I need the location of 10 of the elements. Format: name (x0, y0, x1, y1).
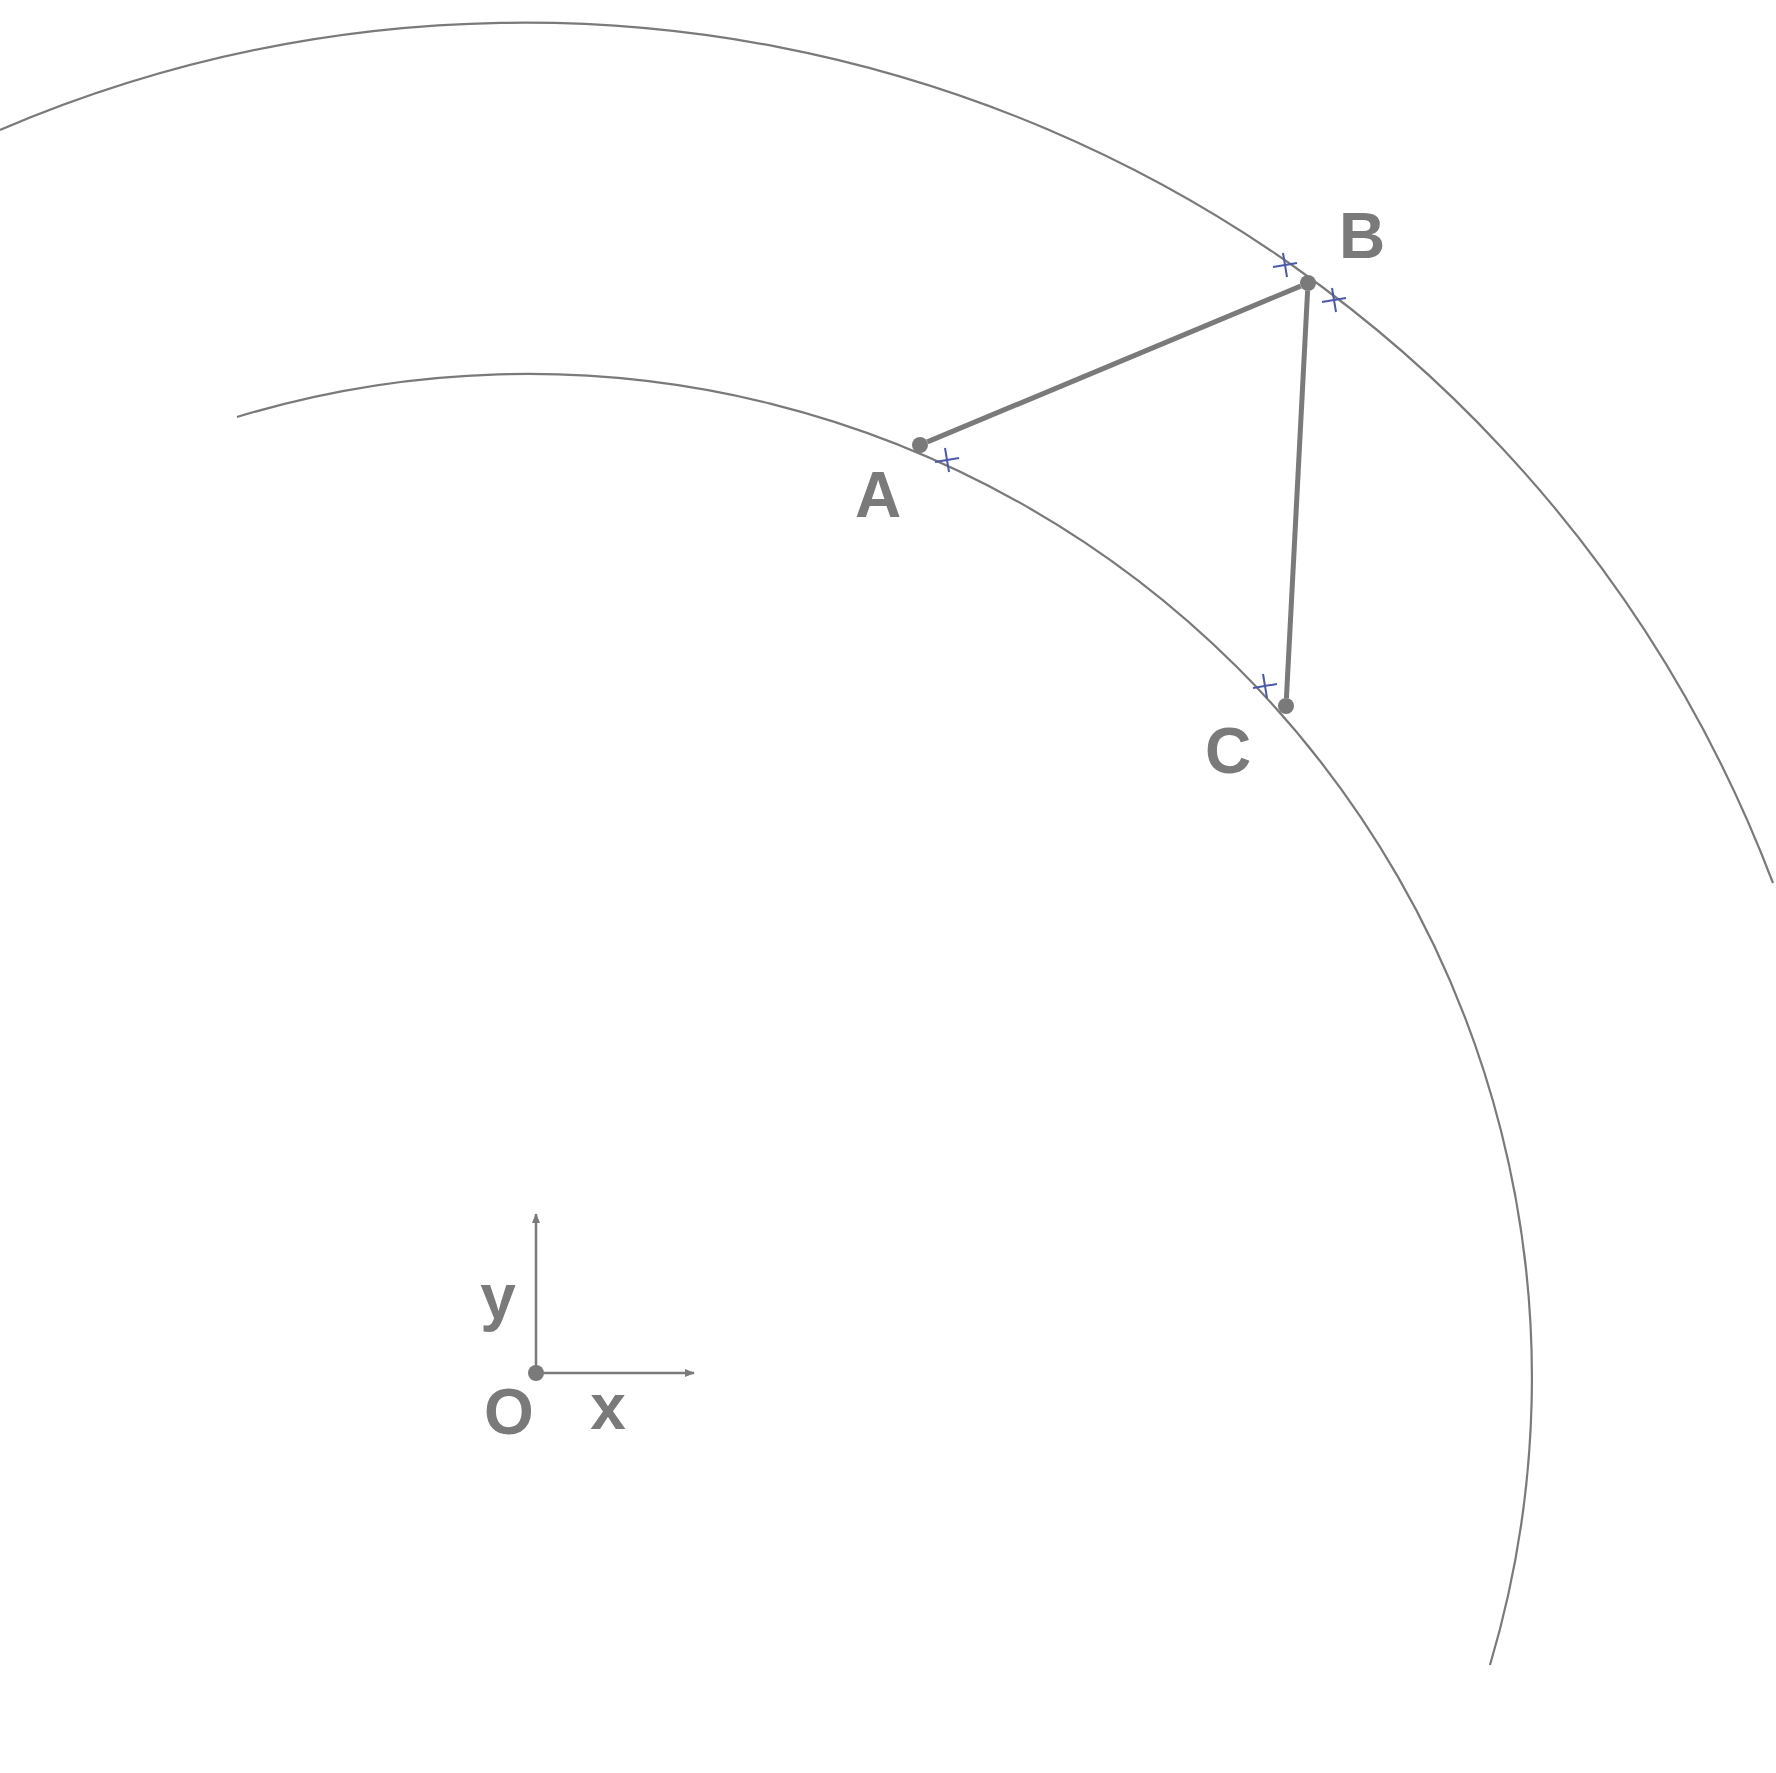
point-marker (1278, 698, 1294, 714)
line-segment (1283, 290, 1311, 699)
line-segment (926, 283, 1302, 445)
point-label: A (854, 463, 902, 527)
point-marker (912, 437, 928, 453)
origin-label: O (484, 1380, 534, 1444)
point-label: B (1338, 204, 1386, 268)
point-label: C (1204, 719, 1252, 783)
point-marker (1300, 275, 1316, 291)
axis-label: x (590, 1375, 626, 1439)
